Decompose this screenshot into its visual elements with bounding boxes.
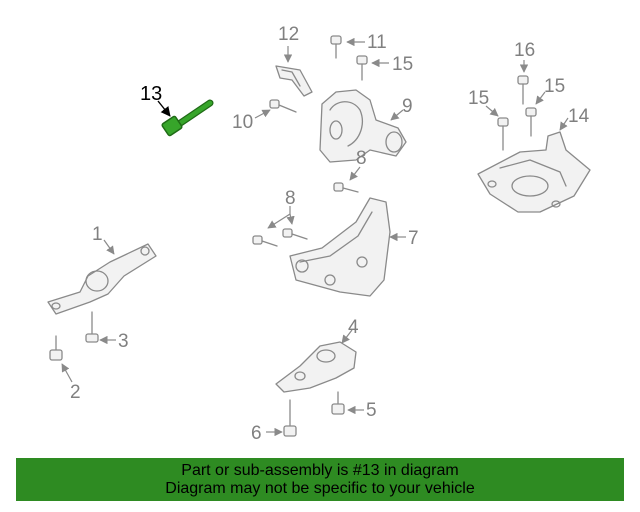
part-8-bolt-a [333, 182, 359, 193]
callout-14: 14 [568, 106, 590, 127]
callout-11: 11 [367, 32, 387, 53]
callout-4-leader [341, 329, 353, 344]
banner-line-2: Diagram may not be specific to your vehi… [165, 480, 475, 497]
callout-4: 4 [348, 317, 359, 338]
callout-14-leader [559, 117, 569, 131]
callout-8a: 8 [356, 148, 367, 169]
callout-5: 5 [366, 400, 377, 421]
callout-10: 10 [232, 112, 253, 133]
callout-3: 3 [118, 331, 129, 352]
part-10-bolt [269, 99, 297, 113]
info-banner: Part or sub-assembly is #13 in diagram D… [16, 458, 624, 501]
part-9-engine-mount [319, 89, 407, 163]
callout-13-leader [157, 100, 171, 117]
part-3-bolt [85, 311, 99, 343]
callout-8b-leader-b [286, 213, 295, 225]
callout-8b: 8 [285, 188, 296, 209]
callout-12: 12 [278, 24, 299, 45]
callout-1-leader [103, 239, 115, 255]
callout-15a: 15 [392, 54, 413, 75]
callout-6: 6 [251, 423, 262, 444]
part-15-bolt-a [356, 55, 368, 81]
callout-2-leader [61, 363, 73, 383]
part-11-bolt [330, 35, 342, 59]
callout-8b-leader-a [267, 206, 291, 229]
callout-15c-leader [485, 105, 499, 117]
part-5-bolt [331, 391, 345, 415]
callout-8a-leader [349, 166, 361, 181]
callout-7: 7 [408, 228, 419, 249]
banner-line-1: Part or sub-assembly is #13 in diagram [181, 462, 459, 479]
part-6-bolt [283, 399, 297, 437]
part-1-torque-arm [47, 243, 157, 315]
part-13-bolt[interactable] [161, 99, 214, 137]
callout-9: 9 [402, 96, 413, 117]
part-16-bolt [517, 75, 529, 105]
callout-2: 2 [70, 382, 81, 403]
callout-9-leader [390, 109, 404, 121]
callout-10-leader [254, 109, 271, 119]
part-4-bracket [275, 341, 357, 393]
callout-15c: 15 [468, 88, 489, 109]
part-12-bracket [275, 65, 313, 97]
callout-15b: 15 [544, 76, 565, 97]
part-15-bolt-c [497, 117, 509, 151]
part-7-bracket [289, 197, 391, 297]
part-8-bolt-b [252, 228, 308, 247]
part-2-bolt [49, 335, 63, 361]
callout-16: 16 [514, 40, 535, 61]
part-15-bolt-b [525, 107, 537, 137]
callout-15b-leader [535, 91, 546, 105]
callout-13: 13 [140, 83, 162, 105]
callout-1: 1 [92, 224, 103, 245]
part-14-transmission-mount [477, 131, 591, 213]
